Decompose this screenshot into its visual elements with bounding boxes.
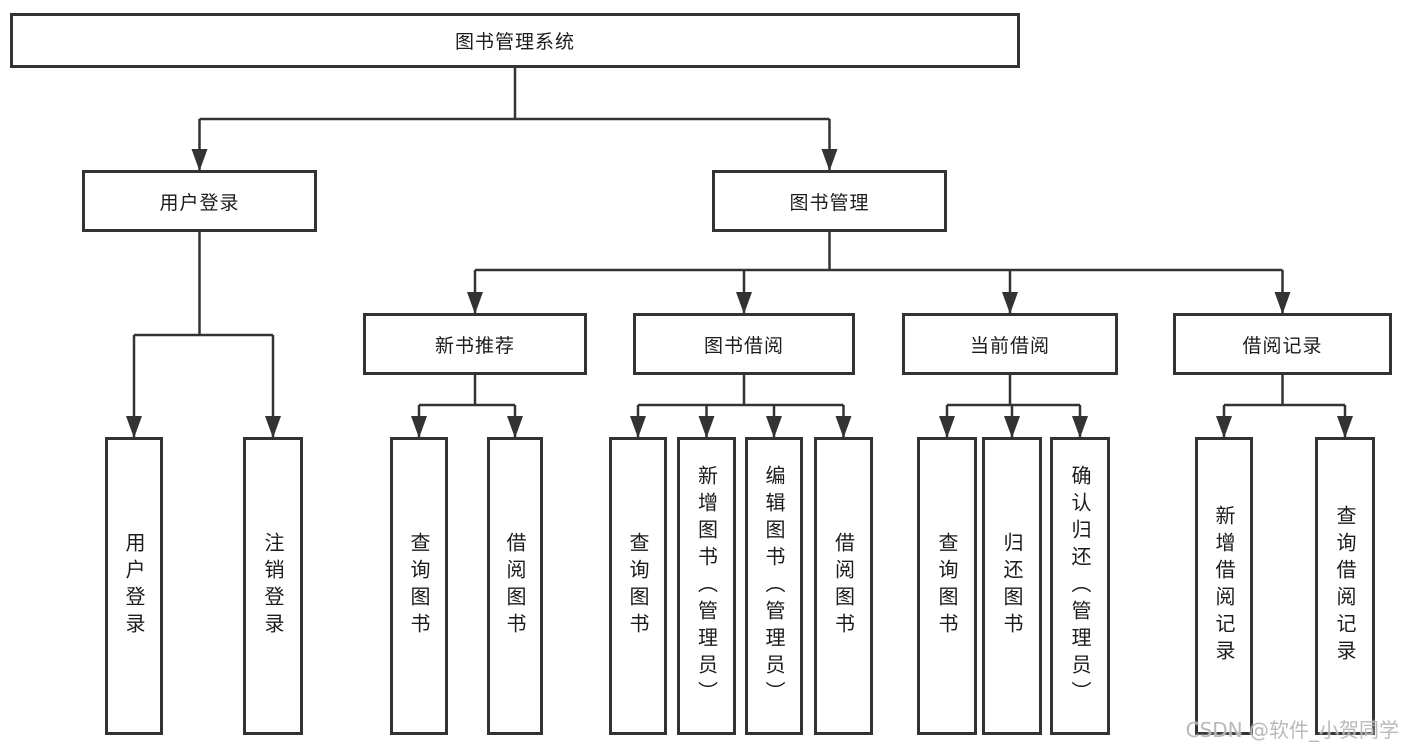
leaf-add-borrow-record: 新增借阅记录 [1195, 437, 1253, 735]
leaf-recommend-borrow-books: 借阅图书 [487, 437, 543, 735]
leaf-confirm-return-admin-label: 确认归还（管理员） [1068, 464, 1092, 708]
leaf-query-borrow-record-label: 查询借阅记录 [1333, 505, 1357, 667]
leaf-add-books-admin-label: 新增图书（管理员） [694, 464, 719, 708]
connector-book-mgmt-to-level3 [467, 232, 1291, 314]
leaf-borrow-books: 借阅图书 [814, 437, 873, 735]
connector-current-borrow-to-leaves [939, 375, 1088, 438]
node-new-book-recommend-label: 新书推荐 [434, 334, 515, 357]
node-new-book-recommend: 新书推荐 [363, 313, 587, 375]
leaf-add-borrow-record-label: 新增借阅记录 [1212, 505, 1236, 667]
node-borrow-records-label: 借阅记录 [1242, 334, 1323, 357]
connector-user-login-to-leaves [126, 232, 281, 438]
leaf-user-login: 用户登录 [105, 437, 163, 735]
connector-records-to-leaves [1216, 375, 1353, 438]
node-root-system-label: 图书管理系统 [454, 31, 575, 53]
leaf-user-login-label: 用户登录 [122, 532, 146, 640]
leaf-borrow-query-books: 查询图书 [609, 437, 667, 735]
leaf-edit-books-admin-label: 编辑图书（管理员） [762, 464, 786, 708]
csdn-watermark: CSDN @软件_小贺同学 [1185, 718, 1399, 742]
leaf-current-query-books: 查询图书 [917, 437, 977, 735]
leaf-confirm-return-admin: 确认归还（管理员） [1050, 437, 1110, 735]
leaf-recommend-query-books: 查询图书 [390, 437, 448, 735]
node-root-system: 图书管理系统 [10, 13, 1020, 68]
node-current-borrow-label: 当前借阅 [969, 334, 1050, 357]
leaf-return-books: 归还图书 [982, 437, 1042, 735]
leaf-add-books-admin: 新增图书（管理员） [677, 437, 736, 735]
connector-new-rec-to-leaves [411, 375, 523, 438]
leaf-logout-label: 注销登录 [261, 532, 285, 640]
connector-book-borrow-to-leaves [630, 375, 852, 438]
leaf-current-query-books-label: 查询图书 [935, 532, 959, 640]
leaf-query-borrow-record: 查询借阅记录 [1315, 437, 1375, 735]
node-book-borrow-label: 图书借阅 [703, 334, 784, 357]
connector-root-to-level2 [191, 68, 838, 171]
leaf-borrow-books-label: 借阅图书 [831, 532, 856, 640]
leaf-recommend-borrow-books-label: 借阅图书 [503, 532, 527, 640]
leaf-return-books-label: 归还图书 [1000, 532, 1024, 640]
node-book-management-label: 图书管理 [789, 191, 870, 214]
node-current-borrow: 当前借阅 [902, 313, 1118, 375]
node-book-management: 图书管理 [712, 170, 947, 232]
node-user-login: 用户登录 [82, 170, 317, 232]
node-borrow-records: 借阅记录 [1173, 313, 1392, 375]
leaf-borrow-query-books-label: 查询图书 [626, 532, 650, 640]
node-user-login-label: 用户登录 [159, 191, 240, 214]
leaf-edit-books-admin: 编辑图书（管理员） [745, 437, 803, 735]
node-book-borrow: 图书借阅 [633, 313, 855, 375]
leaf-recommend-query-books-label: 查询图书 [407, 532, 431, 640]
leaf-logout: 注销登录 [243, 437, 303, 735]
